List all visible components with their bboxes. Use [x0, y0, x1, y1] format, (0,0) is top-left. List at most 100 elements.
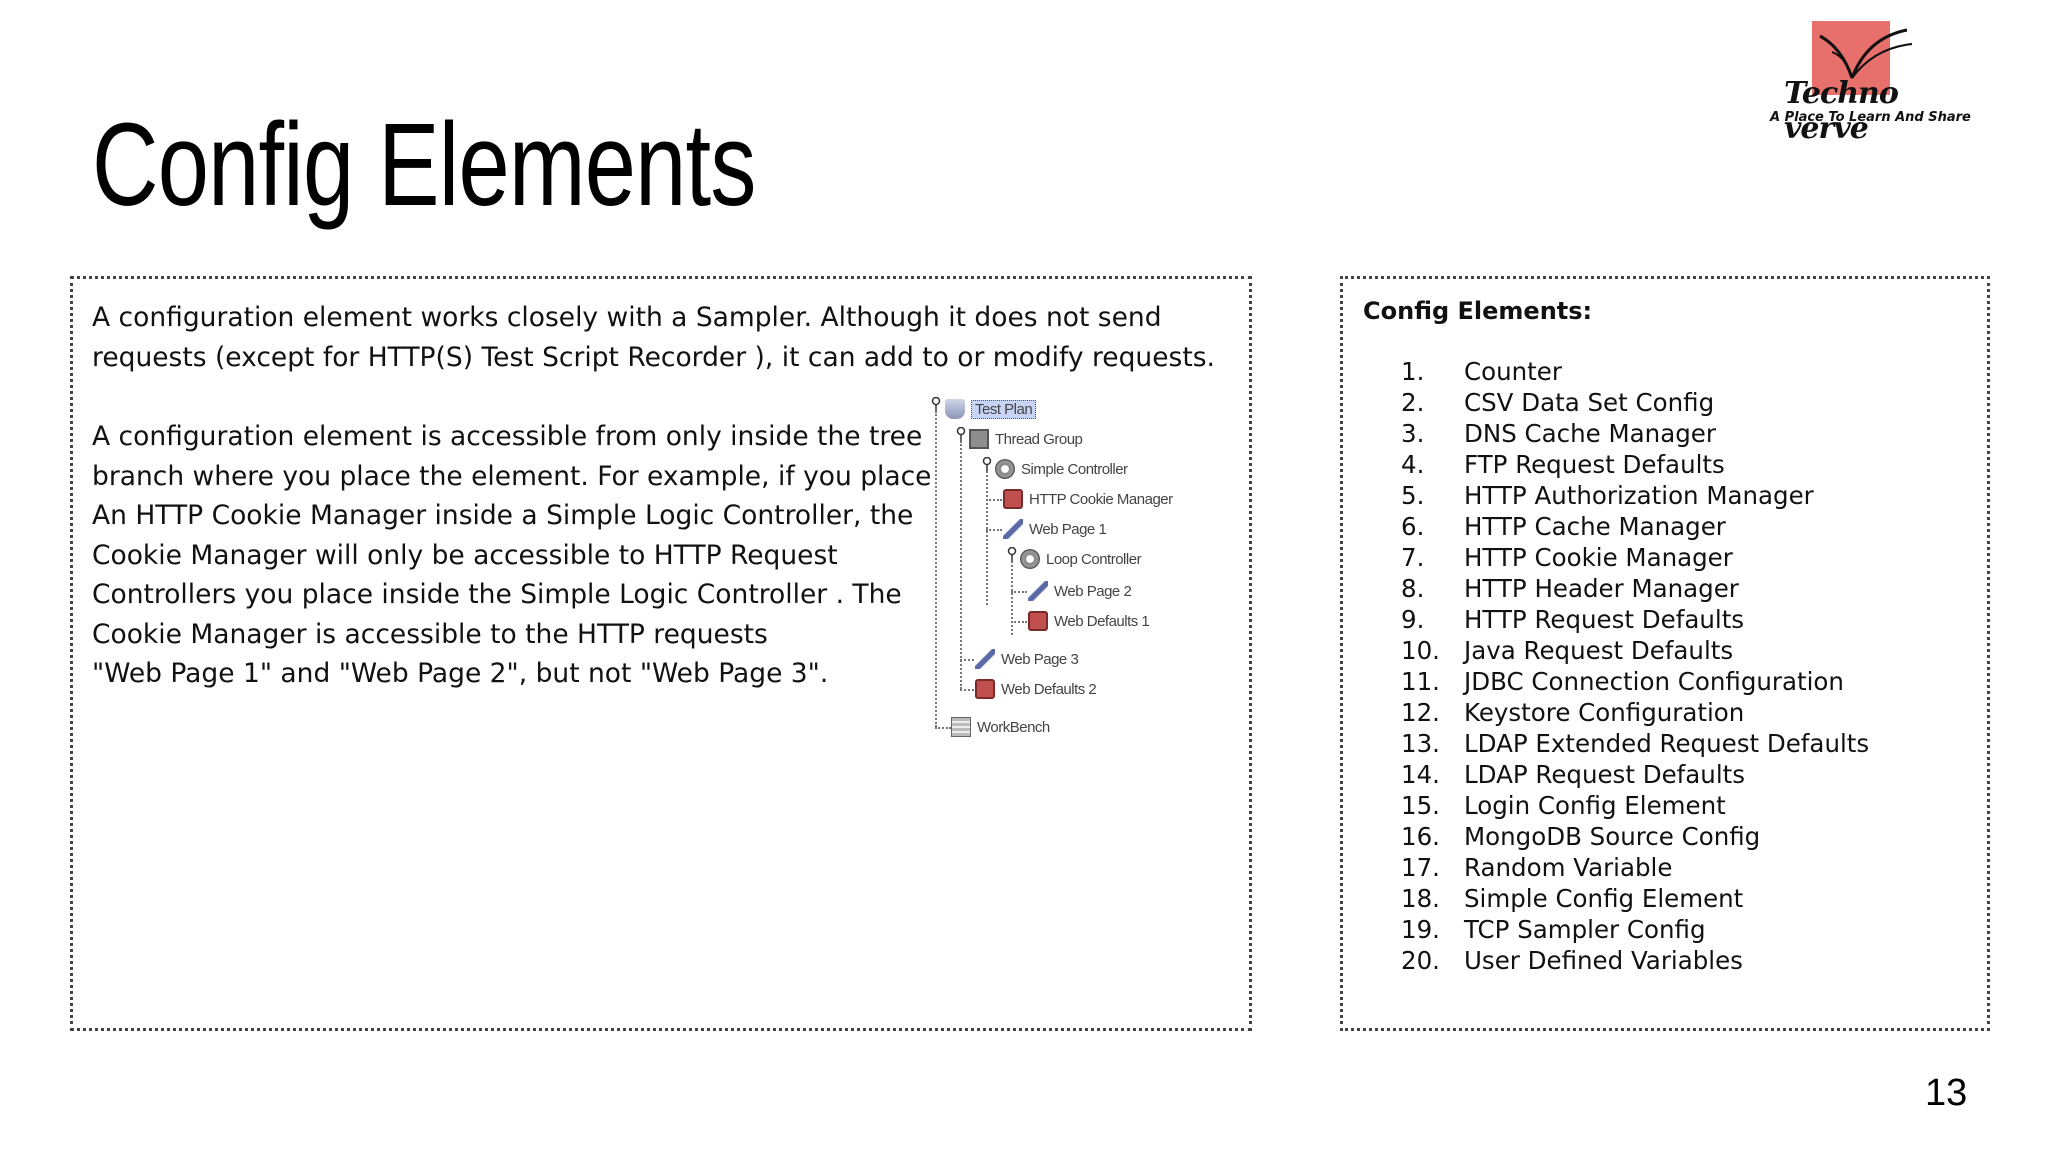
list-item-label: DNS Cache Manager: [1464, 419, 1716, 448]
expand-pin-icon[interactable]: [1007, 547, 1017, 561]
expand-pin-icon[interactable]: [982, 457, 992, 471]
list-item-label: Counter: [1464, 357, 1562, 386]
list-item-number: 11.: [1401, 667, 1440, 696]
list-item-number: 1.: [1401, 357, 1425, 386]
config-elements-heading: Config Elements:: [1363, 297, 1593, 325]
list-item-label: User Defined Variables: [1464, 946, 1743, 975]
list-item-label: Simple Config Element: [1464, 884, 1744, 913]
controller-icon: [995, 459, 1015, 479]
tree-node-label: Web Page 2: [1054, 582, 1132, 600]
list-item: 3. DNS Cache Manager: [1401, 418, 1869, 449]
list-item-label: HTTP Header Manager: [1464, 574, 1739, 603]
list-item-label: Login Config Element: [1464, 791, 1726, 820]
list-item-label: CSV Data Set Config: [1464, 388, 1715, 417]
tree-connector: [935, 727, 951, 729]
list-item: 7.HTTP Cookie Manager: [1401, 542, 1869, 573]
tree-node-web-page-1[interactable]: Web Page 1: [1003, 517, 1107, 541]
list-item: 2. CSV Data Set Config: [1401, 387, 1869, 418]
tree-node-workbench[interactable]: WorkBench: [951, 715, 1050, 739]
tree-connector: [986, 471, 988, 605]
tree-connector: [1011, 591, 1027, 593]
tree-node-cookie-manager[interactable]: HTTP Cookie Manager: [1003, 487, 1173, 511]
list-item-label: JDBC Connection Configuration: [1464, 667, 1844, 696]
workbench-icon: [951, 717, 971, 737]
list-item: 16. MongoDB Source Config: [1401, 821, 1869, 852]
list-item-label: HTTP Authorization Manager: [1464, 481, 1814, 510]
tree-connector: [960, 689, 974, 691]
expand-pin-icon[interactable]: [956, 427, 966, 441]
list-item: 5.HTTP Authorization Manager: [1401, 480, 1869, 511]
tree-connector: [1011, 561, 1013, 635]
thread-group-icon: [969, 429, 989, 449]
config-elements-panel: Config Elements: 1. Counter 2. CSV Data Set…: [1340, 276, 1990, 1031]
list-item: 11. JDBC Connection Configuration: [1401, 666, 1869, 697]
tree-node-label: Web Defaults 1: [1054, 612, 1150, 630]
sampler-icon: [1003, 519, 1023, 539]
tree-connector: [986, 529, 1002, 531]
tree-node-label: Web Page 3: [1001, 650, 1079, 668]
description-paragraph-1: A configuration element works closely wi…: [92, 302, 1215, 373]
tree-node-web-page-2[interactable]: Web Page 2: [1028, 579, 1132, 603]
list-item-number: 10.: [1401, 636, 1440, 665]
config-element-icon: [975, 679, 995, 699]
tree-node-web-defaults-2[interactable]: Web Defaults 2: [975, 677, 1097, 701]
list-item-number: 13.: [1401, 729, 1440, 758]
list-item: 8.HTTP Header Manager: [1401, 573, 1869, 604]
list-item-number: 6.: [1401, 512, 1425, 541]
tree-node-label: HTTP Cookie Manager: [1029, 490, 1173, 508]
list-item-number: 17.: [1401, 853, 1440, 882]
tree-node-label: Test Plan: [971, 399, 1037, 419]
tree-node-loop-controller[interactable]: Loop Controller: [1020, 547, 1142, 571]
config-elements-list: 1. Counter 2. CSV Data Set Config 3. DNS Cach…: [1401, 356, 1869, 976]
tree-node-simple-controller[interactable]: Simple Controller: [995, 457, 1128, 481]
tree-node-thread-group[interactable]: Thread Group: [969, 427, 1083, 451]
list-item-number: 20.: [1401, 946, 1440, 975]
tree-connector: [986, 499, 1002, 501]
book-pages-icon: [1819, 28, 1913, 79]
logo-square-shape: [1812, 21, 1890, 95]
list-item: 9. HTTP Request Defaults: [1401, 604, 1869, 635]
tree-node-label: Web Defaults 2: [1001, 680, 1097, 698]
tree-connector: [960, 441, 962, 689]
list-item-number: 9.: [1401, 605, 1425, 634]
tree-node-label: Thread Group: [995, 430, 1083, 448]
list-item-label: TCP Sampler Config: [1464, 915, 1706, 944]
list-item-label: MongoDB Source Config: [1464, 822, 1761, 851]
flask-icon: [945, 399, 965, 419]
list-item-number: 2.: [1401, 388, 1425, 417]
list-item-number: 4.: [1401, 450, 1425, 479]
tree-connector: [935, 411, 937, 727]
list-item-label: HTTP Request Defaults: [1464, 605, 1745, 634]
tree-node-label: Loop Controller: [1046, 550, 1142, 568]
list-item-number: 16.: [1401, 822, 1440, 851]
logo-tagline: A Place To Learn And Share: [1770, 110, 1971, 125]
expand-pin-icon[interactable]: [931, 397, 941, 411]
tree-node-web-defaults-1[interactable]: Web Defaults 1: [1028, 609, 1150, 633]
tree-node-test-plan[interactable]: Test Plan: [945, 397, 1037, 421]
list-item-label: Java Request Defaults: [1464, 636, 1734, 665]
list-item-number: 15.: [1401, 791, 1440, 820]
logo-name: Techno verve: [1784, 76, 1899, 146]
tree-connector: [1011, 621, 1027, 623]
list-item: 13. LDAP Extended Request Defaults: [1401, 728, 1869, 759]
slide-title: Config Elements: [92, 99, 756, 231]
list-item: 10. Java Request Defaults: [1401, 635, 1869, 666]
list-item-label: HTTP Cache Manager: [1464, 512, 1726, 541]
sampler-icon: [975, 649, 995, 669]
list-item-number: 3.: [1401, 419, 1425, 448]
list-item: 12.Keystore Configuration: [1401, 697, 1869, 728]
list-item: 1. Counter: [1401, 356, 1869, 387]
list-item-number: 12.: [1401, 698, 1440, 727]
list-item-label: FTP Request Defaults: [1464, 450, 1725, 479]
tree-node-label: WorkBench: [977, 718, 1050, 736]
tree-connector: [960, 659, 974, 661]
list-item: 15. Login Config Element: [1401, 790, 1869, 821]
list-item: 20. User Defined Variables: [1401, 945, 1869, 976]
list-item: 4. FTP Request Defaults: [1401, 449, 1869, 480]
list-item: 14.LDAP Request Defaults: [1401, 759, 1869, 790]
list-item-label: Random Variable: [1464, 853, 1673, 882]
description-panel: A configuration element works closely wi…: [70, 276, 1252, 1031]
list-item-label: LDAP Extended Request Defaults: [1464, 729, 1870, 758]
tree-node-web-page-3[interactable]: Web Page 3: [975, 647, 1079, 671]
controller-icon: [1020, 549, 1040, 569]
